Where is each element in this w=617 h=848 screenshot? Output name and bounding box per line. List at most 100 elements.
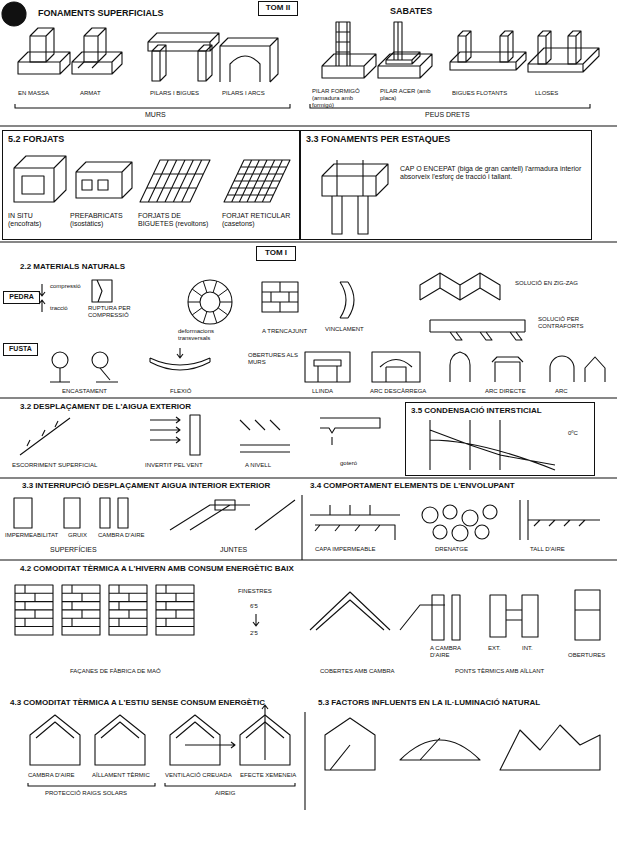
sketch-line [0,559,617,560]
sketch-caption: FAÇANES DE FÀBRICA DE MAÓ [70,668,161,675]
sketch-line [500,31,513,62]
title-box: TOM I [256,246,296,261]
sketch-line [240,420,290,452]
sketch-line [492,357,523,382]
sketch-caption: tracció [50,305,68,312]
sketch-caption: OBERTURES ALS MURS [248,352,298,366]
section-heading: 3.4 COMPORTAMENT ELEMENTS DE L'ENVOLUPAN… [310,481,515,490]
sketch-line [152,45,166,81]
section-heading: SABATES [390,6,432,16]
sketch-caption: goteró [340,460,357,467]
sketch-caption: SUPERFÍCIES [50,546,97,554]
sketch-caption: PROTECCIÓ RAIGS SOLARS [45,790,127,797]
sketch-caption: INT. [522,645,533,652]
sketch-line [310,505,400,540]
sketch-line [14,498,128,528]
sketch-line [0,125,617,126]
sketch-caption: AIREIG [215,790,235,797]
sketch-line [568,31,581,64]
section-heading: 5.3 FACTORS INFLUENTS EN LA IL·LUMINACIÓ… [318,698,540,707]
sketch-caption: 6'5 [250,603,258,610]
section-heading: 2.2 MATERIALS NATURALS [20,262,125,271]
sketch-caption: JUNTES [220,546,247,554]
section-heading: TOM I [261,248,291,257]
sketch-caption: LLINDA [312,388,333,395]
section-panel: 3.5 CONDENSACIÓ INTERSTICIAL [405,402,595,476]
sketch-line [30,715,80,765]
title-box: FUSTA [3,343,38,356]
sketch-line [458,31,471,62]
section-heading: 5.2 FORJATS [8,134,294,144]
sketch-caption: TALL D'AIRE [530,546,565,553]
sketch-line [185,705,268,760]
sketch-caption: FINESTRES [238,588,272,595]
sketch-caption: RUPTURA PER COMPRESSIÓ [88,305,148,319]
sketch-caption: MURS [145,111,166,119]
sketch-line [14,156,66,202]
sketch-caption: PILARS I BIGUES [150,90,199,97]
section-heading: 4.2 COMODITAT TÈRMICA A L'HIVERN AMB CON… [20,564,294,573]
sketch-line [432,595,460,640]
sketch-caption: PREFABRICATS (isostàtics) [70,212,132,228]
sketch-caption: 2'5 [250,630,258,637]
sketch-caption: ESCORRIMENT SUPERFICIAL [12,462,97,469]
sketch-line [170,500,295,530]
sketch-caption: IMPERMEABILITAT [5,532,58,539]
sketch-caption: AÏLLAMENT TÈRMIC [92,772,150,779]
sketch-caption: CAPA IMPERMEABLE [315,546,376,553]
sketch-line [78,62,98,68]
sketch-caption: SOLUCIÓ PER CONTRAFORTS [538,316,600,330]
sketch-caption: PILAR ACER (amb placa) [380,88,435,102]
sketch-line [394,22,402,60]
section-panel: 3.3 FONAMENTS PER ESTAQUES [300,130,592,240]
sketch-line [28,783,155,786]
sketch-line [332,160,368,234]
sketch-line [170,715,220,765]
sketch-caption: PONTS TÈRMICS AMB AÏLLANT [455,668,544,675]
sketch-line [224,160,290,202]
sketch-caption: ARC [555,388,568,395]
sketch-circle [2,2,26,26]
sketch-line [156,585,194,635]
sketch-circle [475,525,489,539]
sketch-line [62,585,100,635]
sketch-circle [188,280,232,324]
sketch-line [301,495,302,560]
sketch-caption: PILARS I ARCS [222,90,265,97]
sketch-line [520,500,600,540]
sketch-caption: ARC DESCÀRREGA [370,388,426,395]
sketch-caption: deformacions transversals [178,328,248,342]
sketch-caption: SOLUCIÓ EN ZIG-ZAG [515,280,585,287]
voussoir-lines [188,281,232,323]
sketch-circle [92,352,108,368]
sketch-caption: FORJAT RETICULAR (casetons) [222,212,292,228]
sketch-line [50,368,70,382]
section-heading: FONAMENTS SUPERFICIALS [38,8,164,18]
sketch-line [420,273,500,300]
sketch-line [15,585,53,635]
section-heading: 3.3 FONAMENTS PER ESTAQUES [306,134,586,144]
sketch-line [0,477,617,478]
sketch-line [84,28,106,62]
sketch-line [96,368,118,382]
sketch-line [0,241,617,242]
sketch-circle [433,525,447,539]
sketch-caption: COBERTES AMB CAMBRA [320,668,395,675]
sketch-caption: PEUS DRETS [425,111,470,119]
sketch-line [310,104,590,108]
sketch-circle [422,507,438,523]
sketch-line [305,352,350,382]
sketch-caption: DRENATGE [435,546,468,553]
sketch-caption: PILAR FORMIGÓ (armadura amb formigó) [312,88,374,109]
title-box: PEDRA [3,291,40,304]
sketch-circle [483,505,497,519]
sketch-line [82,180,108,190]
sketch-circle [462,510,478,526]
sketch-caption: 0ºC [568,430,578,437]
sketch-line [198,45,212,81]
sketch-caption: VENTILACIÓ CREUADA [165,772,232,779]
sketch-caption: CAMBRA D'AIRE [28,772,75,779]
sketch-caption: EXT. [488,645,501,652]
